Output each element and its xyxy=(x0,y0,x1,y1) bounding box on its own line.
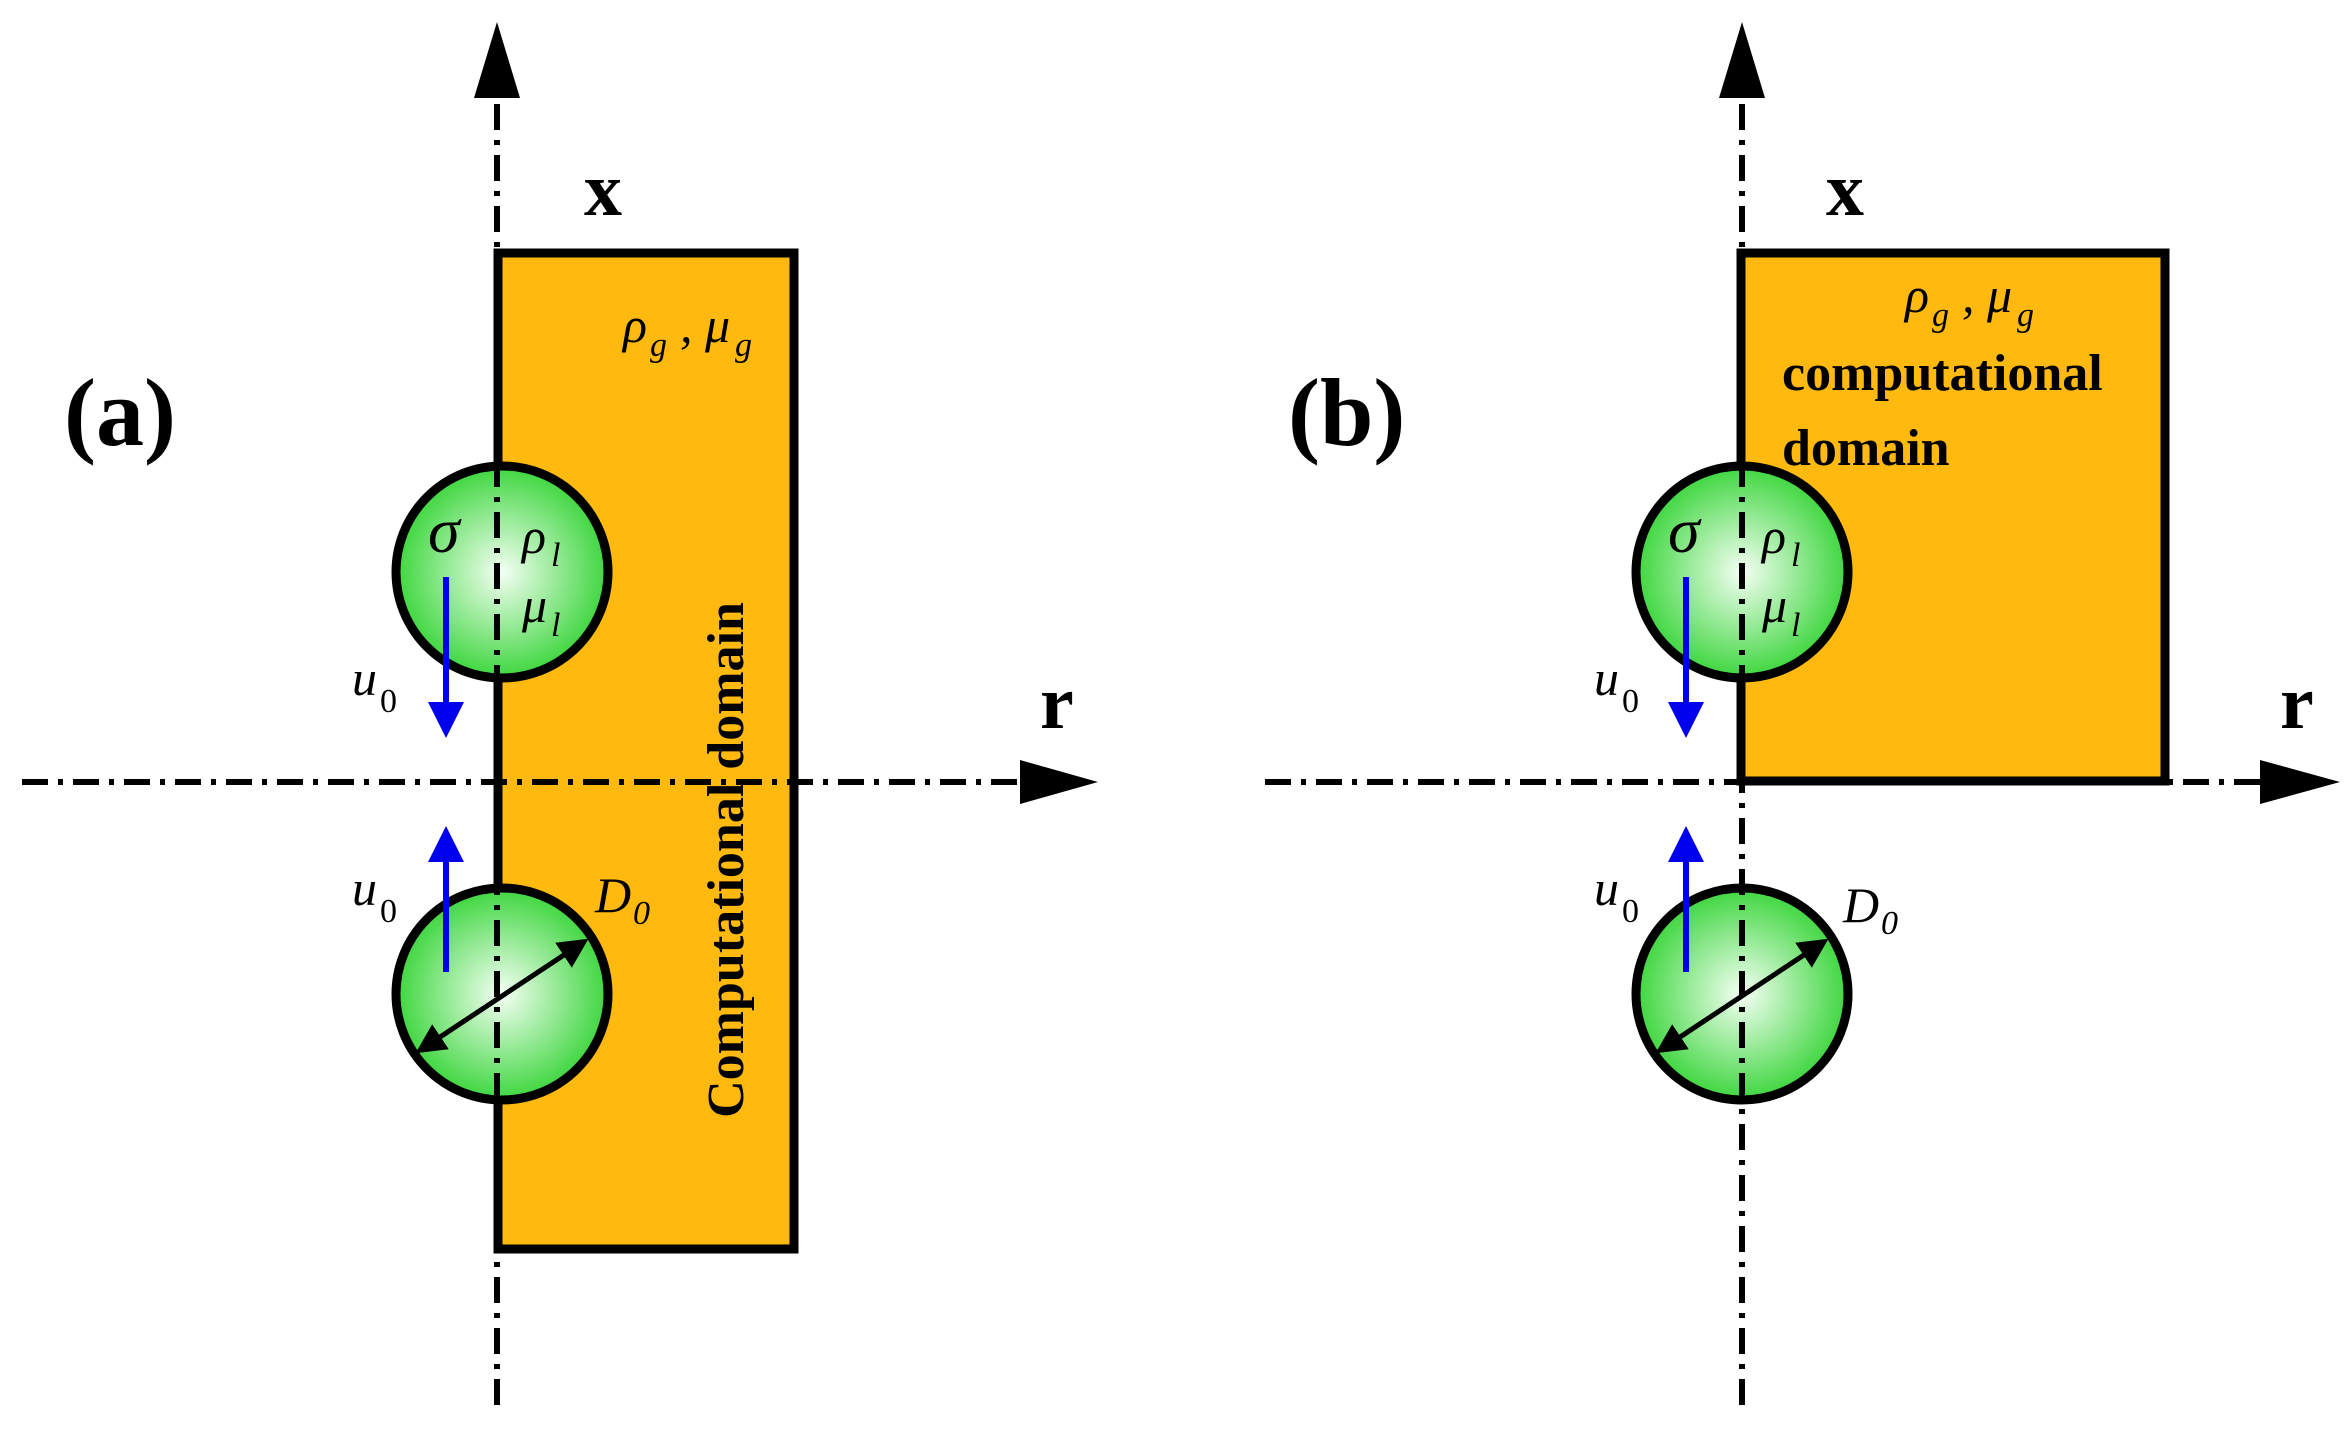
diameter-arrow-b xyxy=(1655,938,1829,1054)
r-axis-arrowhead-a xyxy=(1020,760,1098,804)
domain-label-b-line2: domain xyxy=(1782,420,1950,477)
svg-text:ρ: ρ xyxy=(1760,508,1786,564)
svg-text:0: 0 xyxy=(1622,893,1639,930)
svg-text:u: u xyxy=(352,860,377,916)
velocity-label-lower-a: u 0 xyxy=(352,860,397,930)
svg-text:0: 0 xyxy=(380,893,397,930)
svg-text:l: l xyxy=(551,537,560,574)
svg-text:l: l xyxy=(1791,537,1800,574)
svg-text:μ: μ xyxy=(704,297,730,353)
gas-properties-a: ρ g , μ g xyxy=(621,297,752,364)
diameter-arrow-a xyxy=(415,938,589,1054)
svg-text:ρ: ρ xyxy=(520,508,546,564)
surface-tension-symbol-b: σ xyxy=(1668,495,1702,566)
velocity-label-upper-b: u 0 xyxy=(1594,650,1639,720)
surface-tension-symbol-a: σ xyxy=(428,495,462,566)
svg-text:0: 0 xyxy=(633,895,650,932)
x-axis-arrowhead-b xyxy=(1719,22,1765,98)
svg-text:g: g xyxy=(2017,297,2034,334)
diameter-label-b: D 0 xyxy=(1842,877,1898,942)
r-axis-arrowhead-b xyxy=(2260,760,2340,804)
svg-text:g: g xyxy=(1932,297,1949,334)
r-axis-label-b: r xyxy=(2280,661,2314,745)
liquid-properties-b: ρ l μ l xyxy=(1760,508,1800,644)
r-axis-label-a: r xyxy=(1040,661,1074,745)
svg-text:μ: μ xyxy=(1761,577,1787,633)
domain-label-a: Computational domain xyxy=(698,602,755,1118)
x-axis-label-a: x xyxy=(584,148,622,232)
svg-text:g: g xyxy=(735,327,752,364)
svg-text:l: l xyxy=(1791,607,1800,644)
svg-text:0: 0 xyxy=(380,683,397,720)
svg-text:D: D xyxy=(594,867,631,923)
diameter-label-a: D 0 xyxy=(594,867,650,932)
svg-text:0: 0 xyxy=(1622,683,1639,720)
panel-a: (a) x r ρ g , μ g σ ρ l μ l u 0 u 0 D 0 xyxy=(22,22,1098,1405)
svg-text:ρ: ρ xyxy=(1903,267,1929,323)
velocity-label-lower-b: u 0 xyxy=(1594,860,1639,930)
svg-text:μ: μ xyxy=(1986,267,2012,323)
domain-label-b-line1: computational xyxy=(1782,345,2103,402)
svg-text:,: , xyxy=(680,297,693,353)
gas-properties-b: ρ g , μ g xyxy=(1903,267,2034,334)
svg-text:D: D xyxy=(1842,877,1879,933)
x-axis-label-b: x xyxy=(1826,148,1864,232)
svg-text:μ: μ xyxy=(521,577,547,633)
svg-text:u: u xyxy=(1594,860,1619,916)
x-axis-arrowhead-a xyxy=(474,22,520,98)
svg-text:,: , xyxy=(1962,267,1975,323)
svg-text:l: l xyxy=(551,607,560,644)
svg-text:u: u xyxy=(352,650,377,706)
velocity-label-upper-a: u 0 xyxy=(352,650,397,720)
liquid-properties-a: ρ l μ l xyxy=(520,508,560,644)
svg-text:ρ: ρ xyxy=(621,297,647,353)
svg-text:0: 0 xyxy=(1881,905,1898,942)
panel-label-b: (b) xyxy=(1288,359,1405,466)
svg-text:u: u xyxy=(1594,650,1619,706)
panel-b: (b) x r ρ g , μ g computational domain σ… xyxy=(1265,22,2340,1405)
panel-label-a: (a) xyxy=(64,359,176,466)
svg-text:g: g xyxy=(650,327,667,364)
